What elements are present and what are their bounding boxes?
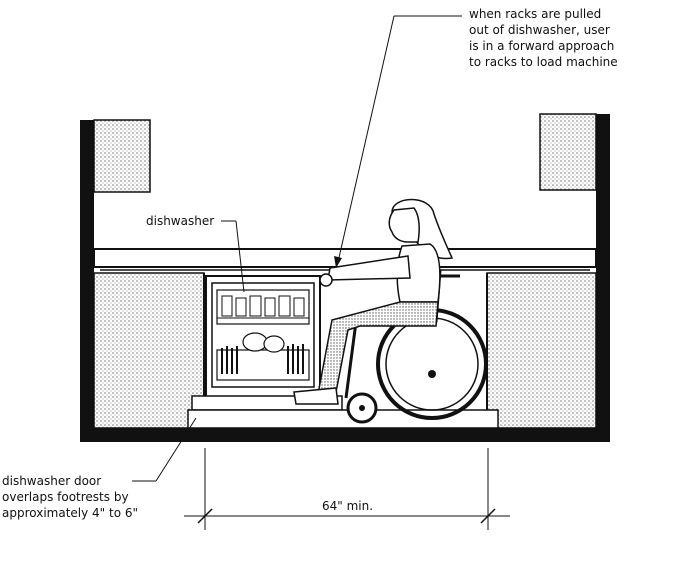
base-cabinets [93,272,597,429]
upper-cabinets [93,113,597,193]
dishwasher [187,275,499,429]
note-line: approximately 4" to 6" [2,506,139,520]
note-line: overlaps footrests by [2,490,129,504]
door-overlap-note: dishwasher door overlaps footrests by ap… [2,473,138,521]
racks-forward-approach-note: when racks are pulled out of dishwasher,… [469,6,618,70]
upper-rack [216,289,310,325]
dishwasher-label: dishwasher [146,214,215,228]
lower-rack [216,332,310,381]
seated-person [293,198,454,405]
note-line: to racks to load machine [469,55,618,69]
floor-and-walls [80,114,610,442]
clearance-dimension-label: 64" min. [322,499,374,513]
note-line: when racks are pulled [469,7,602,21]
note-line: dishwasher door [2,474,102,488]
dimension-line [184,448,510,530]
note-line: is in a forward approach [469,39,615,53]
note-line: out of dishwasher, user [469,23,610,37]
leader-lines [132,15,462,482]
